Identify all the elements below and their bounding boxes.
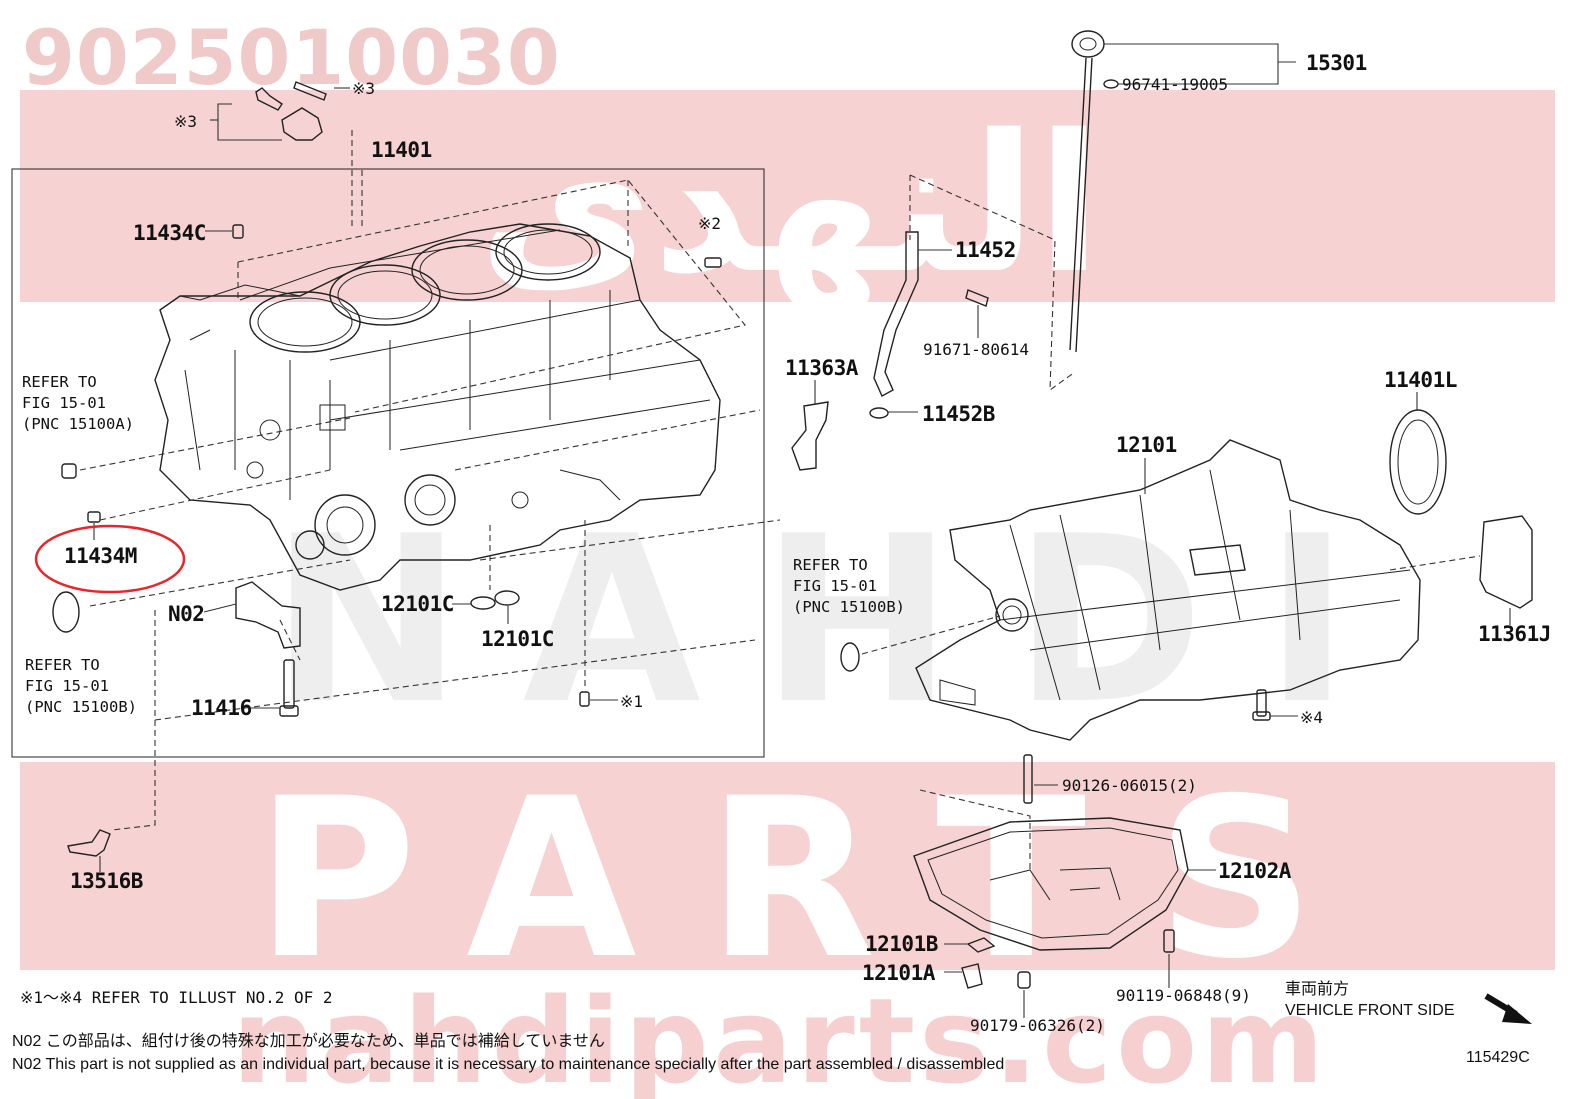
direction-english: VEHICLE FRONT SIDE — [1285, 1002, 1455, 1019]
label-11434C[interactable]: 11434C — [133, 221, 206, 245]
label-90179-06326[interactable]: 90179-06326(2) — [970, 1016, 1105, 1035]
label-11401L[interactable]: 11401L — [1384, 368, 1457, 392]
watermark-arabic: النهدي — [478, 94, 1101, 317]
refer-a-line2: FIG 15-01 — [22, 394, 106, 412]
refer-b-line2: FIG 15-01 — [25, 677, 109, 695]
label-90119-06848[interactable]: 90119-06848(9) — [1116, 986, 1251, 1005]
label-11434M[interactable]: 11434M — [64, 544, 137, 568]
note-n02-japanese: N02 この部品は、組付け後の特殊な加工が必要なため、単品では補給していません — [12, 1032, 605, 1050]
refer-c-line1: REFER TO — [793, 556, 868, 574]
watermark-brand-parts: PARTS — [255, 751, 1384, 1007]
block-group-frame — [11, 168, 765, 758]
watermark-site: nahdiparts.com — [232, 972, 1328, 1099]
label-ref2: ※2 — [698, 214, 721, 233]
right-seal-cover — [840, 409, 1533, 672]
label-11452B[interactable]: 11452B — [922, 402, 995, 426]
label-ref1: ※1 — [620, 692, 643, 711]
dipstick-group — [791, 30, 1119, 471]
header-part-number: 9025010030 — [22, 13, 561, 102]
refer-a-line1: REFER TO — [22, 373, 97, 391]
part-labels: 15301 96741-19005 ※3 ※3 11401 11434C ※2 … — [22, 51, 1551, 1035]
label-11361J[interactable]: 11361J — [1478, 622, 1551, 646]
label-96741-19005[interactable]: 96741-19005 — [1122, 75, 1228, 94]
label-90126-06015[interactable]: 90126-06015(2) — [1062, 776, 1197, 795]
illustration-code: 115429C — [1466, 1049, 1530, 1066]
label-12101C-right[interactable]: 12101C — [481, 627, 554, 651]
vehicle-direction: 車両前方 VEHICLE FRONT SIDE — [1285, 980, 1532, 1024]
oil-pan-drawing — [913, 754, 1189, 989]
note-refer-illustration: ※1～※4 REFER TO ILLUST NO.2 OF 2 — [20, 988, 333, 1007]
label-12101C-left[interactable]: 12101C — [381, 592, 454, 616]
small-parts — [52, 81, 722, 857]
label-N02[interactable]: N02 — [168, 602, 205, 626]
label-11363A[interactable]: 11363A — [785, 356, 859, 380]
label-ref3-top: ※3 — [352, 79, 375, 98]
refer-a-line3: (PNC 15100A) — [22, 415, 134, 433]
refer-c-line2: FIG 15-01 — [793, 577, 877, 595]
highlight-circle — [34, 524, 186, 594]
label-11452[interactable]: 11452 — [955, 238, 1016, 262]
label-91671-80614[interactable]: 91671-80614 — [923, 340, 1029, 359]
label-11401[interactable]: 11401 — [371, 138, 432, 162]
footer-notes: ※1～※4 REFER TO ILLUST NO.2 OF 2 N02 この部品… — [12, 988, 1004, 1073]
label-12101B[interactable]: 12101B — [865, 932, 938, 956]
watermark-brand-nahdi: NAHDI — [270, 488, 1409, 755]
block-alignment-lines — [79, 130, 781, 831]
label-11416[interactable]: 11416 — [191, 696, 252, 720]
note-n02-english: N02 This part is not supplied as an indi… — [12, 1056, 1004, 1073]
watermark: النهدي NAHDI PARTS nahdiparts.com — [20, 90, 1555, 1099]
leader-lines — [93, 43, 1511, 1018]
direction-japanese: 車両前方 — [1285, 980, 1349, 998]
crankcase-drawing — [915, 439, 1421, 741]
label-15301[interactable]: 15301 — [1306, 51, 1367, 75]
refer-b-line1: REFER TO — [25, 656, 100, 674]
label-12101A[interactable]: 12101A — [862, 961, 936, 985]
label-12102A[interactable]: 12102A — [1218, 859, 1292, 883]
label-ref4: ※4 — [1300, 708, 1323, 727]
arrow-down-right-icon — [1484, 993, 1532, 1024]
label-ref3-left: ※3 — [174, 112, 197, 131]
label-12101[interactable]: 12101 — [1116, 433, 1177, 457]
label-13516B[interactable]: 13516B — [70, 869, 143, 893]
refer-b-line3: (PNC 15100B) — [25, 698, 137, 716]
refer-c-line3: (PNC 15100B) — [793, 598, 905, 616]
cylinder-block-drawing — [154, 223, 721, 591]
